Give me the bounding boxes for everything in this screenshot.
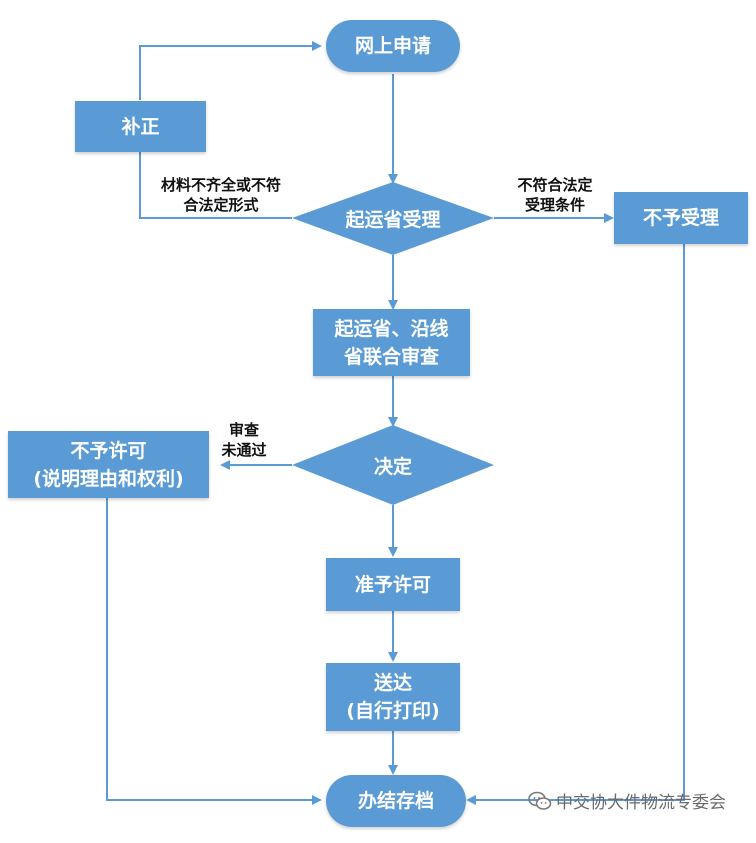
node-correct: 补正 bbox=[75, 101, 206, 152]
wechat-icon bbox=[528, 791, 552, 810]
node-grant-permit: 准予许可 bbox=[326, 558, 460, 611]
node-deny-permit: 不予许可 (说明理由和权利) bbox=[8, 431, 209, 498]
node-decide: 决定 bbox=[373, 455, 412, 478]
decision-decide bbox=[292, 425, 494, 505]
watermark: 中交协大件物流专委会 bbox=[528, 788, 726, 813]
node-deliver: 送达 (自行打印) bbox=[326, 663, 460, 731]
watermark-text: 中交协大件物流专委会 bbox=[556, 793, 726, 813]
label-review-failed: 审查 未通过 bbox=[221, 421, 267, 459]
decision-origin-accept bbox=[292, 182, 494, 255]
node-origin-accept: 起运省受理 bbox=[345, 208, 441, 231]
node-joint-review: 起运省、沿线 省联合审查 bbox=[313, 309, 470, 376]
label-not-qualified: 不符合法定 受理条件 bbox=[517, 176, 593, 214]
edge-correct-to-apply bbox=[139, 41, 322, 100]
edge-accept-to-correct bbox=[139, 152, 292, 219]
node-archive: 办结存档 bbox=[326, 775, 466, 827]
label-incomplete: 材料不齐全或不符 合法定形式 bbox=[160, 176, 281, 214]
node-reject-accept: 不予受理 bbox=[614, 192, 748, 244]
edge-reject-to-archive bbox=[466, 244, 685, 805]
node-online-apply: 网上申请 bbox=[326, 20, 460, 72]
edge-deny-to-archive bbox=[106, 498, 322, 805]
